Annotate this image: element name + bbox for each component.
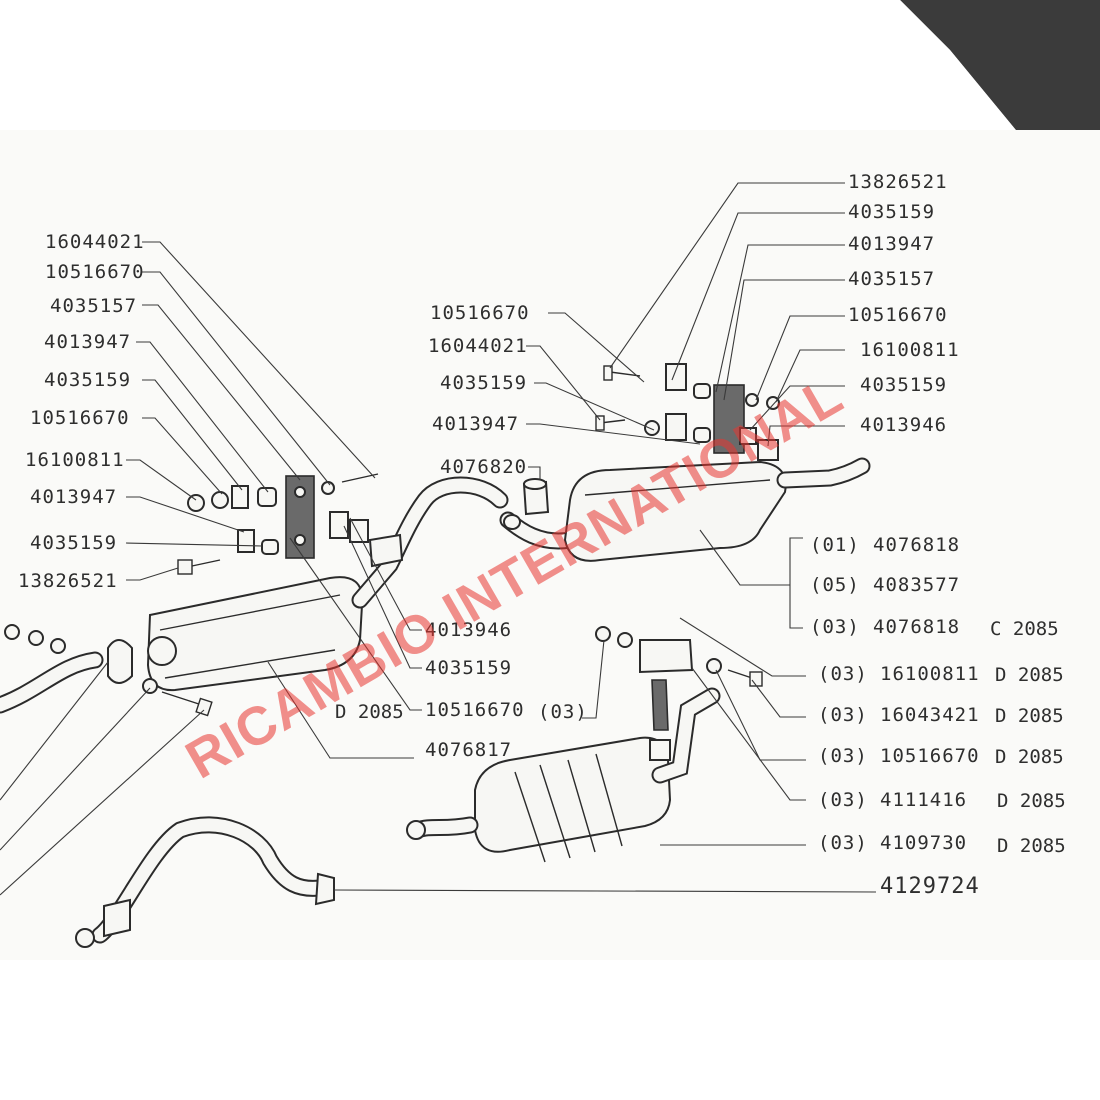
part-number: 4076820	[440, 456, 527, 478]
variant-code: (03)	[810, 616, 860, 638]
left-group-labels: 16044021 10516670 4035157 4013947 403515…	[18, 231, 145, 592]
center-group-labels: 10516670 16044021 4035159 4013947 407682…	[428, 302, 530, 478]
part-number: 13826521	[848, 171, 948, 193]
variant-code: (03)	[818, 704, 868, 726]
part-number: 16044021	[45, 231, 145, 253]
part-number: 16044021	[428, 335, 528, 357]
part-number: 4035159	[30, 532, 117, 554]
part-number: 4109730	[880, 832, 967, 854]
part-number: 4013947	[432, 413, 519, 435]
part-number: 13826521	[18, 570, 118, 592]
front-pipe-assembly	[75, 816, 335, 948]
leader-lines	[0, 182, 877, 896]
lower-right-table: (03) 16100811 D 2085 (03) 16043421 D 208…	[818, 663, 1066, 899]
left-muffler-assembly	[0, 473, 509, 717]
part-number: 4129724	[880, 874, 980, 899]
mid-lower-labels: 4013946 4035159 D 2085 10516670 4076817 …	[335, 619, 588, 761]
variant-code: (01)	[810, 534, 860, 556]
part-number: 16100811	[25, 449, 125, 471]
production-code: D 2085	[997, 790, 1066, 812]
part-number: 10516670	[425, 699, 525, 721]
part-number: 4076818	[873, 534, 960, 556]
part-number: 10516670	[848, 304, 948, 326]
part-number: 4013947	[30, 486, 117, 508]
part-number: 4035159	[848, 201, 935, 223]
page-background-dark	[900, 0, 1100, 140]
part-number: 16043421	[880, 704, 980, 726]
variant-code: (05)	[810, 574, 860, 596]
production-code: D 2085	[997, 835, 1066, 857]
part-number: 4035159	[440, 372, 527, 394]
variant-code: (03)	[818, 663, 868, 685]
production-code: C 2085	[990, 618, 1059, 640]
production-code: D 2085	[995, 664, 1064, 686]
part-number: 4035159	[425, 657, 512, 679]
part-number: 4083577	[873, 574, 960, 596]
part-number: 4013946	[425, 619, 512, 641]
part-number: 4111416	[880, 789, 967, 811]
part-number: 4013946	[860, 414, 947, 436]
production-code: D 2085	[995, 746, 1064, 768]
part-number: 4013947	[44, 331, 131, 353]
lower-muffler-assembly	[406, 626, 763, 863]
part-number: 4035157	[848, 268, 935, 290]
production-code: D 2085	[335, 701, 404, 723]
right-top-group-labels: 13826521 4035159 4013947 4035157 1051667…	[848, 171, 960, 436]
part-number: 4076817	[425, 739, 512, 761]
variant-table: (01) 4076818 (05) 4083577 (03) 4076818 C…	[810, 534, 1059, 640]
rear-muffler-assembly	[499, 363, 871, 562]
part-number: 10516670	[45, 261, 145, 283]
part-number: 16100811	[860, 339, 960, 361]
variant-code: (03)	[818, 745, 868, 767]
variant-code: (03)	[818, 832, 868, 854]
part-number: 4076818	[873, 616, 960, 638]
part-number: 4013947	[848, 233, 935, 255]
part-number: 10516670	[430, 302, 530, 324]
variant-code: (03)	[818, 789, 868, 811]
variant-code: (03)	[538, 701, 588, 723]
part-number: 4035157	[50, 295, 137, 317]
part-number: 10516670	[30, 407, 130, 429]
part-number: 16100811	[880, 663, 980, 685]
part-number: 4035159	[860, 374, 947, 396]
production-code: D 2085	[995, 705, 1064, 727]
part-number: 10516670	[880, 745, 980, 767]
part-number: 4035159	[44, 369, 131, 391]
